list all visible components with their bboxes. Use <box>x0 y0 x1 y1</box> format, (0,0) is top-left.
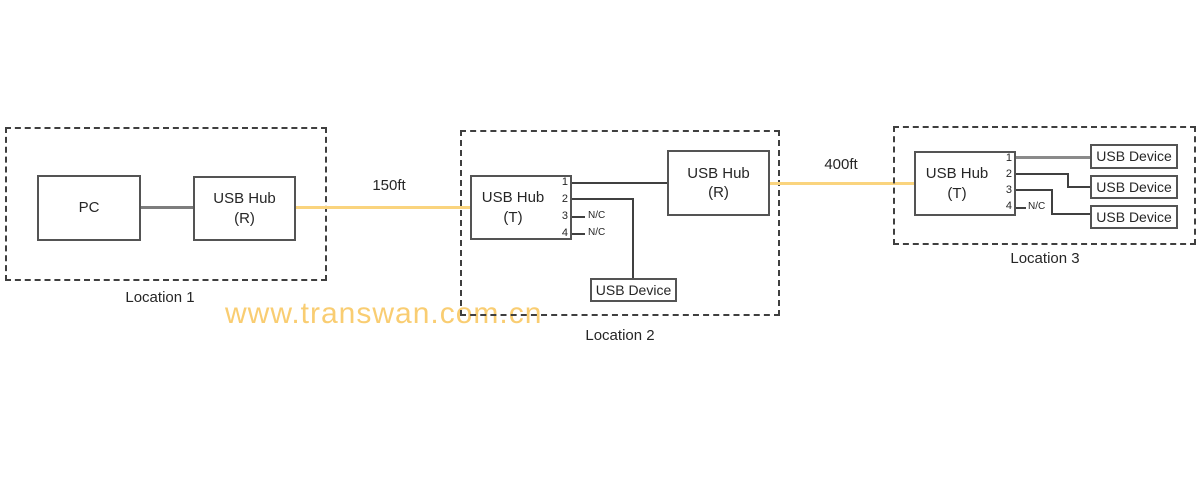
device-label: USB Device <box>1096 148 1172 165</box>
loc2-nc4-label: N/C <box>588 227 606 238</box>
node-usb-hub-t-loc2: USB Hub (T) <box>470 175 572 240</box>
node-pc: PC <box>37 175 141 241</box>
node-usb-hub-t-loc3: USB Hub (T) <box>914 151 1016 216</box>
hub-label: USB Hub <box>481 189 545 206</box>
device-label: USB Device <box>1096 178 1172 195</box>
wire-pc-to-hub <box>140 206 194 209</box>
loc3-port-4: 4 <box>1005 200 1012 212</box>
device-label: USB Device <box>595 281 672 298</box>
node-pc-label: PC <box>78 199 100 217</box>
wire-loc2-port1-to-hubr <box>572 182 667 184</box>
wire-loc2-port3-stub <box>572 216 585 218</box>
hub-sublabel: (R) <box>234 209 255 227</box>
node-usb-device3-loc3: USB Device <box>1090 205 1178 229</box>
loc3-port-3: 3 <box>1005 184 1012 196</box>
location3-boundary <box>893 126 1196 245</box>
fiber2-distance-label: 400ft <box>824 156 858 173</box>
fiber-link-150ft <box>296 206 470 209</box>
wire-loc3-port2-h <box>1016 173 1069 175</box>
loc2-nc3-label: N/C <box>588 210 606 221</box>
node-usb-hub-r-loc1: USB Hub (R) <box>193 176 296 241</box>
loc3-nc4-label: N/C <box>1028 201 1046 212</box>
fiber-link-400ft <box>770 182 914 185</box>
location1-label: Location 1 <box>125 289 195 306</box>
loc2-port-2: 2 <box>561 193 568 205</box>
wire-loc2-port4-stub <box>572 233 585 235</box>
loc2-port-1: 1 <box>561 176 568 188</box>
hub-label: USB Hub <box>925 165 989 182</box>
device-label: USB Device <box>1096 208 1172 225</box>
hub-sublabel: (T) <box>503 208 523 226</box>
location2-boundary <box>460 130 780 316</box>
wire-loc3-port3-h <box>1016 189 1053 191</box>
watermark-text: www.transwan.com.cn <box>225 297 543 330</box>
location2-label: Location 2 <box>585 327 655 344</box>
location3-label: Location 3 <box>1010 250 1080 267</box>
hub-sublabel: (R) <box>708 184 729 201</box>
wire-loc3-port4-stub <box>1016 207 1026 209</box>
node-usb-device1-loc3: USB Device <box>1090 144 1178 169</box>
wire-loc3-port3-to-device3 <box>1051 213 1091 215</box>
wire-loc3-port3-v <box>1051 189 1053 215</box>
wire-loc3-port2-v <box>1067 173 1069 188</box>
loc3-port-2: 2 <box>1005 168 1012 180</box>
hub-label: USB Hub <box>213 190 276 207</box>
node-usb-device2-loc3: USB Device <box>1090 175 1178 199</box>
location1-boundary <box>5 127 327 281</box>
wire-loc3-port1-to-device1 <box>1016 156 1091 159</box>
node-usb-device-loc2: USB Device <box>590 278 677 302</box>
fiber1-distance-label: 150ft <box>372 177 406 194</box>
loc3-port-1: 1 <box>1005 152 1012 164</box>
loc2-port-3: 3 <box>561 210 568 222</box>
wire-loc2-port2-v <box>632 198 634 278</box>
node-usb-hub-r-loc2: USB Hub (R) <box>667 150 770 216</box>
hub-label: USB Hub <box>687 164 750 182</box>
hub-sublabel: (T) <box>947 184 967 202</box>
wire-loc2-port2-h <box>572 198 634 200</box>
loc2-port-4: 4 <box>561 227 568 239</box>
wire-loc3-port2-to-device2 <box>1067 186 1091 188</box>
